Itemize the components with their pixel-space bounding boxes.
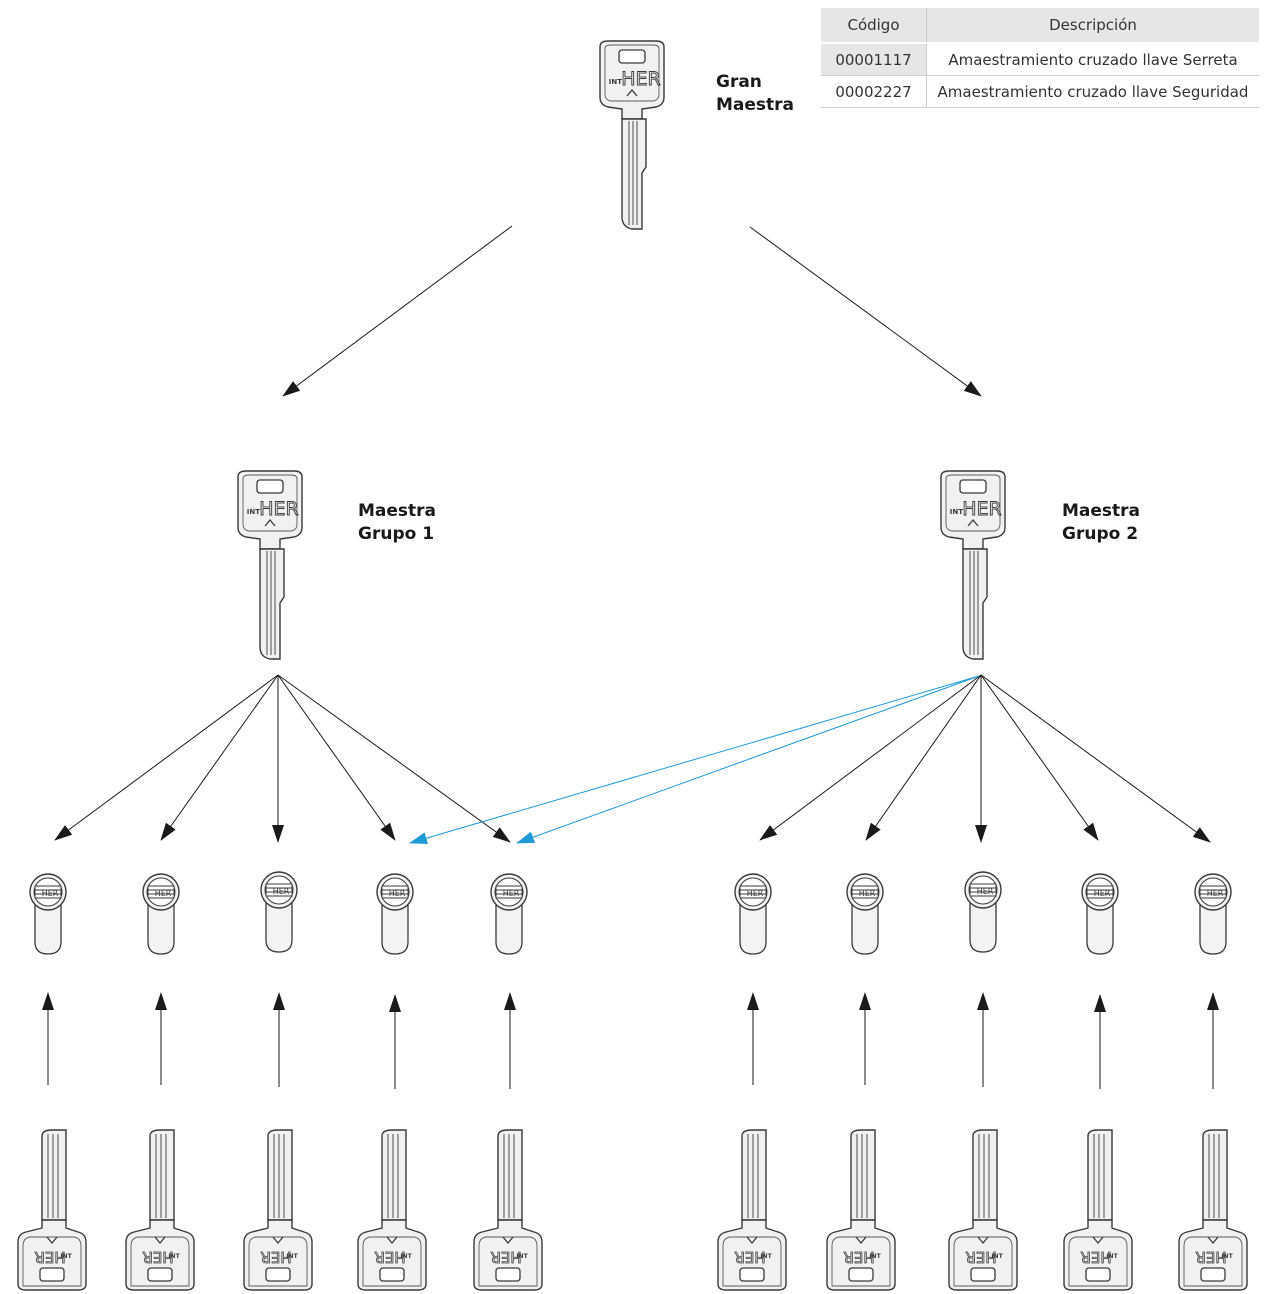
master-key-group-1	[237, 470, 303, 660]
cylinder	[260, 871, 298, 953]
cylinder	[376, 873, 414, 955]
cylinder	[734, 873, 772, 955]
cylinder	[1081, 873, 1119, 955]
grand-master-key	[599, 40, 665, 230]
codes-table: Código Descripción 00001117 Amaestramien…	[821, 8, 1259, 108]
cell-description: Amaestramiento cruzado llave Serreta	[926, 43, 1259, 76]
column-header-description: Descripción	[926, 8, 1259, 44]
group-2-cylinders	[734, 871, 1232, 955]
label-line: Gran	[716, 72, 762, 92]
user-key	[17, 1129, 87, 1291]
cylinder	[142, 873, 180, 955]
table-header-row: Código Descripción	[821, 8, 1259, 44]
user-key	[1178, 1129, 1248, 1291]
label-line: Grupo 1	[358, 524, 435, 544]
master-key-group-2	[940, 470, 1006, 660]
user-key-arrows	[42, 992, 1219, 1089]
label-line: Maestra	[1062, 501, 1141, 521]
user-key	[125, 1129, 195, 1291]
user-key	[473, 1129, 543, 1291]
grand-master-arrows	[282, 225, 982, 397]
label-master-group-2: Maestra Grupo 2	[1062, 500, 1140, 546]
label-line: Grupo 2	[1062, 524, 1139, 544]
table-row: 00001117 Amaestramiento cruzado llave Se…	[821, 43, 1259, 76]
label-grand-master: Gran Maestra	[716, 71, 794, 117]
table-row: 00002227 Amaestramiento cruzado llave Se…	[821, 75, 1259, 108]
cell-code: 00001117	[821, 43, 927, 76]
group-2-master-arrows	[759, 674, 1211, 843]
user-key	[717, 1129, 787, 1291]
group-2-user-keys	[717, 1129, 1248, 1291]
label-line: Maestra	[716, 95, 795, 115]
cylinder	[964, 871, 1002, 953]
user-key	[1063, 1129, 1133, 1291]
cylinder	[29, 873, 67, 955]
group-1-master-arrows	[54, 674, 511, 843]
column-header-code: Código	[821, 8, 927, 44]
group-1-cylinders	[29, 871, 528, 955]
label-line: Maestra	[358, 501, 437, 521]
user-key	[948, 1129, 1018, 1291]
label-master-group-1: Maestra Grupo 1	[358, 500, 436, 546]
user-key	[357, 1129, 427, 1291]
cell-description: Amaestramiento cruzado llave Seguridad	[926, 75, 1259, 108]
cylinder	[846, 873, 884, 955]
user-key	[243, 1129, 313, 1291]
cylinder	[1194, 873, 1232, 955]
user-key	[826, 1129, 896, 1291]
cylinder	[490, 873, 528, 955]
cell-code: 00002227	[821, 75, 927, 108]
group-1-user-keys	[17, 1129, 543, 1291]
cross-master-arrows	[409, 675, 980, 844]
